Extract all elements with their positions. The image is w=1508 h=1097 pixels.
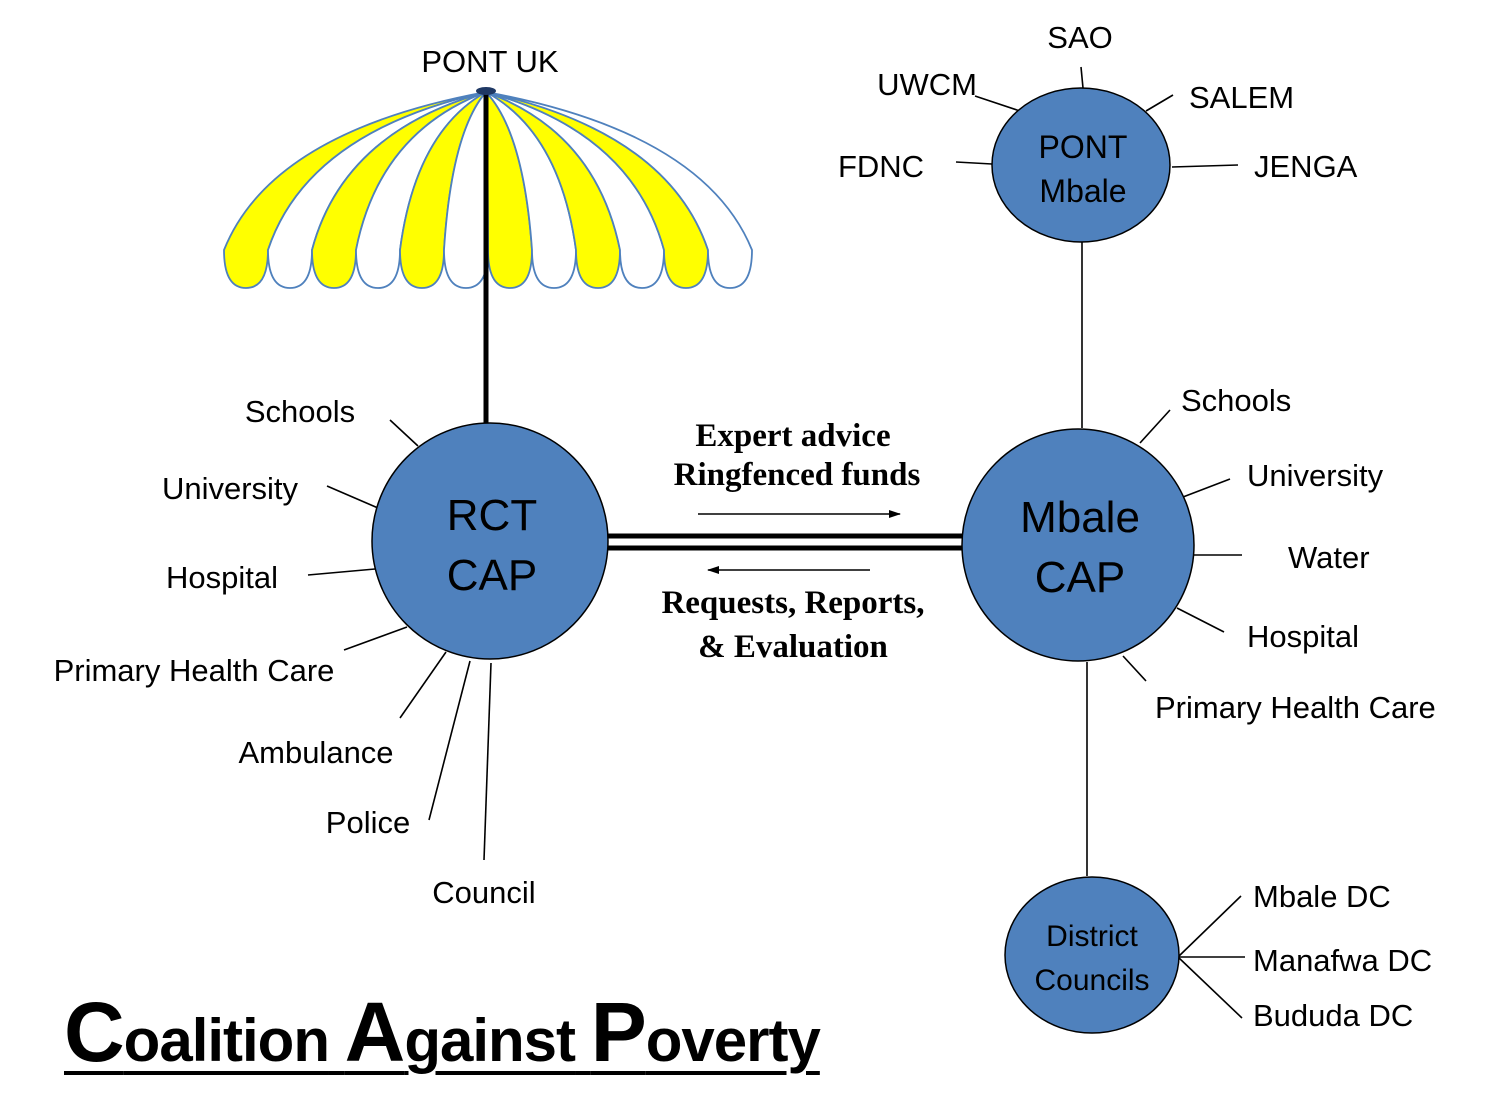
pont-uk-label: PONT UK [421,44,559,79]
spoke-rct-police [428,660,471,821]
spoke-pont-fdnc [955,161,993,165]
dc-member-mbale: Mbale DC [1253,879,1391,914]
umbrella-canopy [223,89,753,289]
pont-partner-jenga: JENGA [1254,149,1358,184]
mbale-partner-water: Water [1288,540,1370,575]
spoke-mbale-university [1182,478,1231,498]
flow-label-evaluation: & Evaluation [698,629,888,665]
pont-mbale-line1: PONT [1039,129,1128,165]
title-initial-p: P [590,985,647,1079]
rct-partner-schools: Schools [245,394,355,429]
title-word-against-rest: gainst [404,1007,576,1074]
spoke-pont-salem [1145,94,1174,112]
umbrella-gore [485,91,753,289]
spoke-rct-schools [389,419,419,447]
title-initial-c: C [64,985,125,1079]
mbale-partner-schools: Schools [1181,383,1291,418]
district-councils-line2: Councils [1034,964,1149,997]
node-rct-cap: RCT CAP [371,422,609,660]
flow-label-requests-reports: Requests, Reports, [661,585,924,621]
rct-partner-council: Council [432,875,535,910]
spoke-rct-primary-health-care [343,626,408,651]
spoke-dc-mbale [1177,895,1242,958]
spoke-pont-uwcm [974,95,1021,112]
mbale-cap-line1: Mbale [1020,493,1140,542]
rct-partner-police: Police [326,805,410,840]
pont-partner-salem: SALEM [1189,80,1294,115]
spoke-dc-bududa [1177,956,1243,1019]
flow-label-expert-advice: Expert advice [695,418,890,454]
title-word-coalition-rest: oalition [123,1007,330,1074]
node-pont-mbale: PONT Mbale [991,87,1171,243]
spoke-rct-hospital [307,568,376,576]
pont-mbale-line2: Mbale [1039,173,1126,209]
dc-member-manafwa: Manafwa DC [1253,943,1432,978]
title-word-poverty-rest: overty [645,1007,821,1074]
title-initial-a: A [344,985,406,1079]
node-mbale-cap: Mbale CAP [961,428,1195,662]
spoke-mbale-hospital [1176,607,1225,633]
rct-partner-university: University [162,471,299,506]
spoke-mbale-schools [1139,409,1171,444]
flow-label-ringfenced-funds: Ringfenced funds [674,457,921,493]
spoke-rct-council [483,662,492,861]
umbrella-tip [476,87,496,95]
mbale-partner-hospital: Hospital [1247,619,1359,654]
dc-member-bududa: Bududa DC [1253,998,1413,1033]
mbale-partner-primary-health-care: Primary Health Care [1155,690,1436,725]
spoke-rct-university [326,485,379,509]
pont-partner-fdnc: FDNC [838,149,924,184]
node-district-councils: District Councils [1004,876,1180,1034]
spoke-mbale-primary-health-care [1122,655,1147,682]
spoke-pont-sao [1080,66,1084,89]
district-councils-line1: District [1046,920,1138,953]
mbale-partner-university: University [1247,458,1384,493]
pont-partner-sao: SAO [1047,20,1112,55]
rct-cap-line2: CAP [447,551,537,600]
page-title: Coalition Against Poverty [64,982,821,1083]
rct-partner-primary-health-care: Primary Health Care [54,653,335,688]
rct-cap-line1: RCT [447,491,537,540]
rct-partner-ambulance: Ambulance [238,735,393,770]
pont-partner-uwcm: UWCM [877,67,977,102]
rct-partner-hospital: Hospital [166,560,278,595]
spoke-pont-jenga [1171,164,1239,168]
mbale-cap-line2: CAP [1035,553,1125,602]
spoke-rct-ambulance [399,651,447,719]
